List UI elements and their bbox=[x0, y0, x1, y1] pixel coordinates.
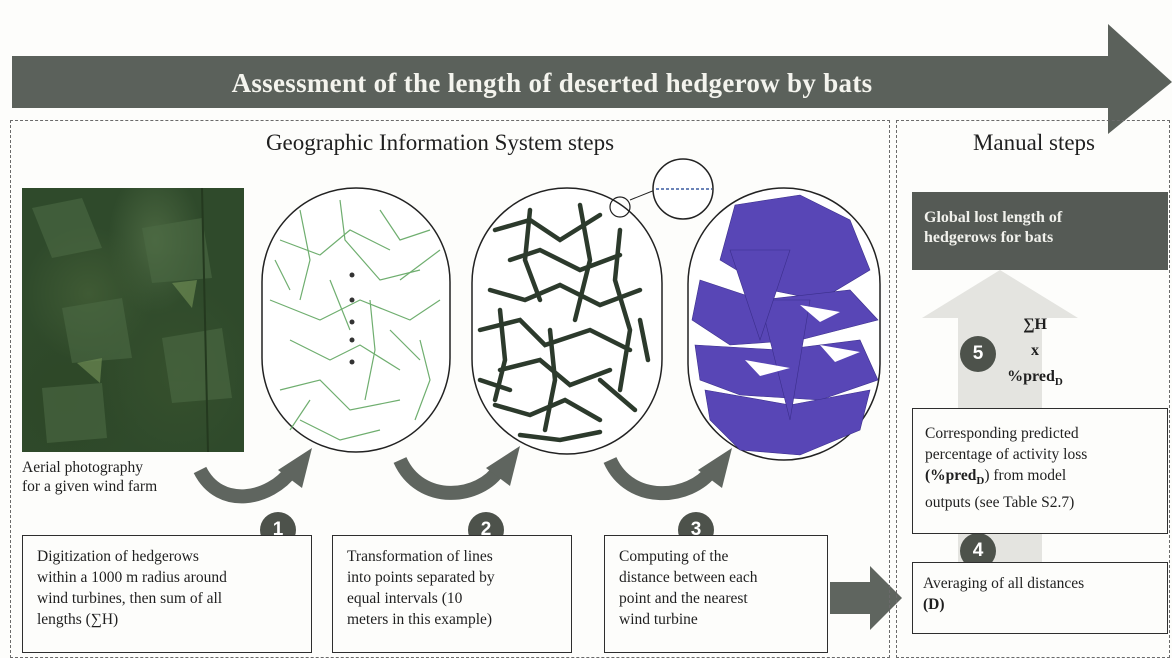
photo-caption: Aerial photography for a given wind farm bbox=[22, 459, 158, 495]
formula: ∑H x %predD bbox=[1007, 316, 1063, 389]
step-4-box: Averaging of all distances (D) bbox=[912, 562, 1168, 634]
distance-oval bbox=[687, 187, 881, 461]
step-5-number: 5 bbox=[960, 336, 996, 372]
global-lost-box: Global lost length of hedgerows for bats bbox=[912, 192, 1168, 270]
step-3-box: Computing of the distance between each p… bbox=[604, 535, 828, 653]
curved-arrows bbox=[193, 456, 718, 504]
banner-title: Assessment of the length of deserted hed… bbox=[231, 68, 873, 98]
zoom-circle bbox=[652, 158, 714, 220]
gis-title: Geographic Information System steps bbox=[265, 130, 615, 155]
step3-to-step4-arrow bbox=[830, 566, 902, 630]
arrow-head-2 bbox=[486, 446, 520, 486]
arrow-head-3 bbox=[698, 448, 732, 488]
activity-loss-box: Corresponding predicted percentage of ac… bbox=[912, 408, 1168, 534]
banner-arrow bbox=[12, 24, 1172, 134]
aerial-photo-texture bbox=[32, 188, 232, 452]
arrow-head-1 bbox=[278, 448, 312, 488]
step-1-box: Digitization of hedgerows within a 1000 … bbox=[22, 535, 312, 653]
aerial-photo bbox=[22, 188, 244, 452]
points-oval bbox=[471, 187, 663, 455]
hedgerow-oval bbox=[261, 187, 451, 453]
step-2-box: Transformation of lines into points sepa… bbox=[332, 535, 572, 653]
manual-title: Manual steps bbox=[972, 130, 1095, 155]
